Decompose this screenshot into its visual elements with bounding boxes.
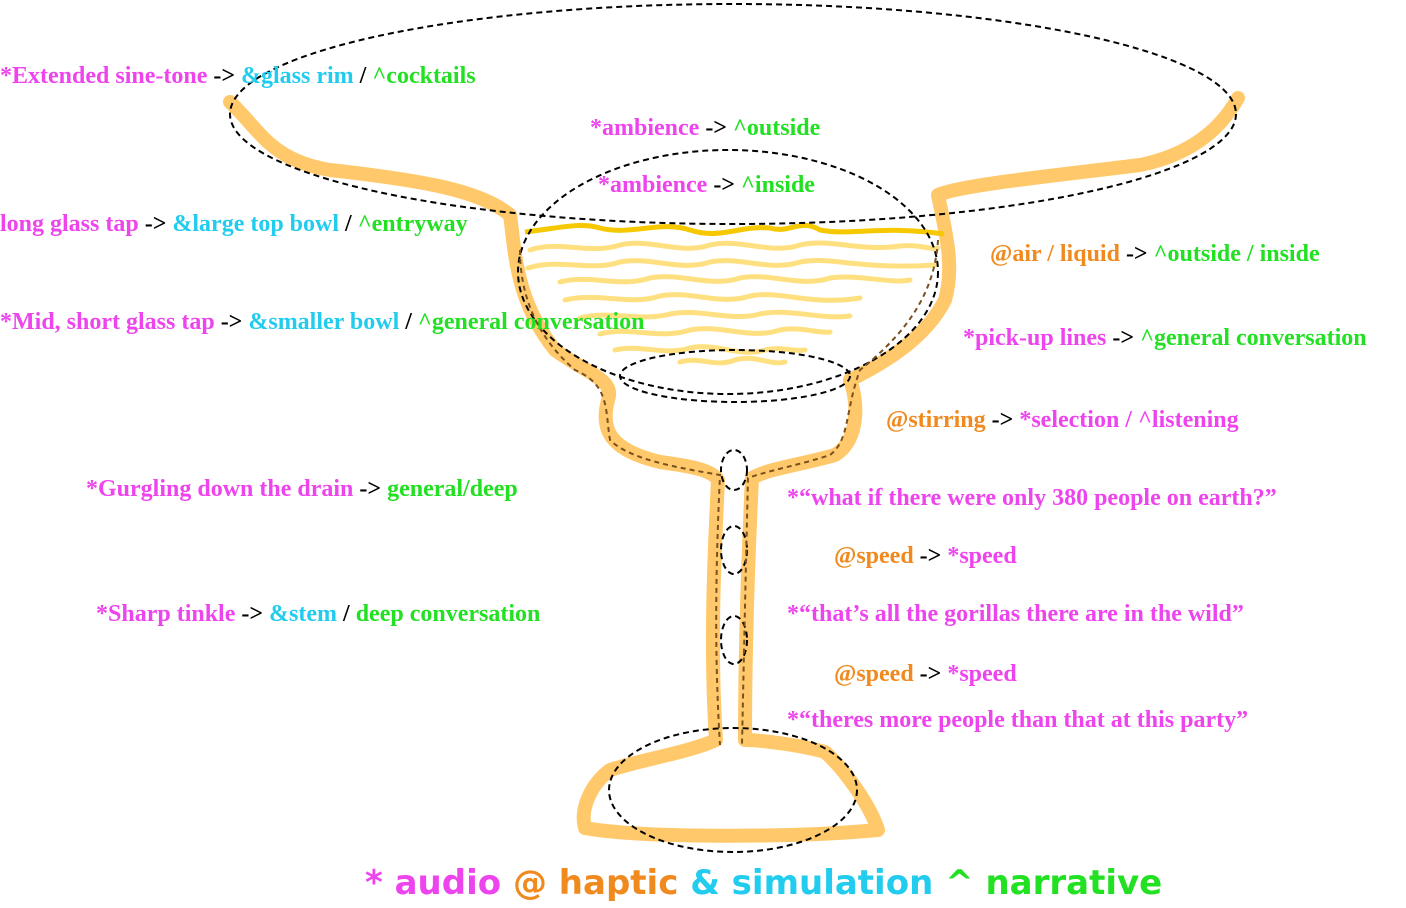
label-narrative-part: ^entryway [357,211,468,237]
label-audio-part: long glass tap [0,211,139,237]
legend: * audio @ haptic & simulation ^ narrativ… [365,866,1162,900]
label-quote-text: *“what if there were only 380 people on … [787,485,1277,511]
label-arrow: -> [913,661,948,687]
label-simulation-part: &stem [269,601,338,627]
label-arrow: -> [913,543,948,569]
label-arrow: -> [235,601,270,627]
label-audio-part: *speed [947,661,1017,687]
label-audio-part: *Sharp tinkle [96,601,236,627]
label-arrow: -> [353,476,388,502]
label-haptic-part: @speed [834,661,914,687]
legend-narrative: ^ narrative [933,863,1163,903]
label-arrow: -> [707,172,741,198]
label-audio-part: *Extended sine-tone [0,63,208,89]
label-narrative-part: deep conversation [355,601,541,627]
liquid-waves [525,240,941,366]
label-ambience-inside: *ambience -> ^inside [598,173,815,197]
label-quote-gorillas: *“that’s all the gorillas there are in t… [787,602,1244,626]
stem-ellipse-3 [720,615,748,665]
label-mid-tap: *Mid, short glass tap -> &smaller bowl /… [0,310,645,334]
label-arrow: -> [138,211,173,237]
label-separator: / [339,211,358,237]
label-quote-text: *“that’s all the gorillas there are in t… [787,601,1244,627]
rim-region-ellipse [229,3,1237,225]
label-separator: / [337,601,356,627]
stem-ellipse-1 [720,449,748,491]
label-audio-part: *Mid, short glass tap [0,309,215,335]
inner-dash-left [519,249,722,746]
label-long-tap: long glass tap -> &large top bowl / ^ent… [0,212,468,236]
label-pickup-lines: *pick-up lines -> ^general conversation [963,326,1367,350]
label-audio-part: *ambience [590,115,700,141]
label-speed-1: @speed -> *speed [834,544,1017,568]
label-air-liquid: @air / liquid -> ^outside / inside [990,242,1320,266]
label-quote-text: *“theres more people than that at this p… [787,707,1249,733]
legend-audio: * audio [365,863,502,903]
label-narrative-part: ^general conversation [417,309,645,335]
label-simulation-part: &smaller bowl [248,309,400,335]
label-audio-part: *pick-up lines [963,325,1107,351]
label-arrow: -> [207,63,242,89]
label-haptic-part: @stirring [886,407,986,433]
label-audio-part: *Gurgling down the drain [86,476,354,502]
liquid-surface [524,222,945,237]
small-bowl-ellipse [619,349,851,403]
label-gurgling: *Gurgling down the drain -> general/deep [86,477,518,501]
label-narrative-part: ^general conversation [1140,325,1367,351]
label-audio-part: *selection / ^listening [1019,407,1239,433]
label-narrative-part: ^outside [732,115,821,141]
legend-simulation: & simulation [678,863,934,903]
label-arrow: -> [985,407,1020,433]
label-arrow: -> [1106,325,1141,351]
label-narrative-part: ^cocktails [372,63,476,89]
label-narrative-part: ^outside / inside [1153,241,1320,267]
label-narrative-part: ^inside [740,172,815,198]
label-sharp-tinkle: *Sharp tinkle -> &stem / deep conversati… [96,602,540,626]
label-arrow: -> [699,115,733,141]
label-separator: / [353,63,373,89]
label-haptic-part: @speed [834,543,914,569]
label-audio-part: *speed [947,543,1017,569]
top-bowl-ellipse [517,149,939,395]
label-narrative-part: general/deep [387,476,518,502]
label-quote-party: *“theres more people than that at this p… [787,708,1248,732]
label-separator: / [399,309,418,335]
label-stirring: @stirring -> *selection / ^listening [886,408,1239,432]
label-haptic-part: @air / liquid [990,241,1120,267]
legend-haptic: @ haptic [501,863,679,903]
label-ambience-outside: *ambience -> ^outside [590,116,820,140]
inner-dash-right [741,239,939,746]
label-speed-2: @speed -> *speed [834,662,1017,686]
label-simulation-part: &glass rim [241,63,354,89]
label-simulation-part: &large top bowl [172,211,340,237]
label-arrow: -> [1119,241,1154,267]
label-audio-part: *ambience [598,172,708,198]
label-quote-380: *“what if there were only 380 people on … [787,486,1277,510]
label-arrow: -> [214,309,249,335]
label-rim: *Extended sine-tone -> &glass rim / ^coc… [0,64,476,88]
base-ellipse [608,727,858,853]
